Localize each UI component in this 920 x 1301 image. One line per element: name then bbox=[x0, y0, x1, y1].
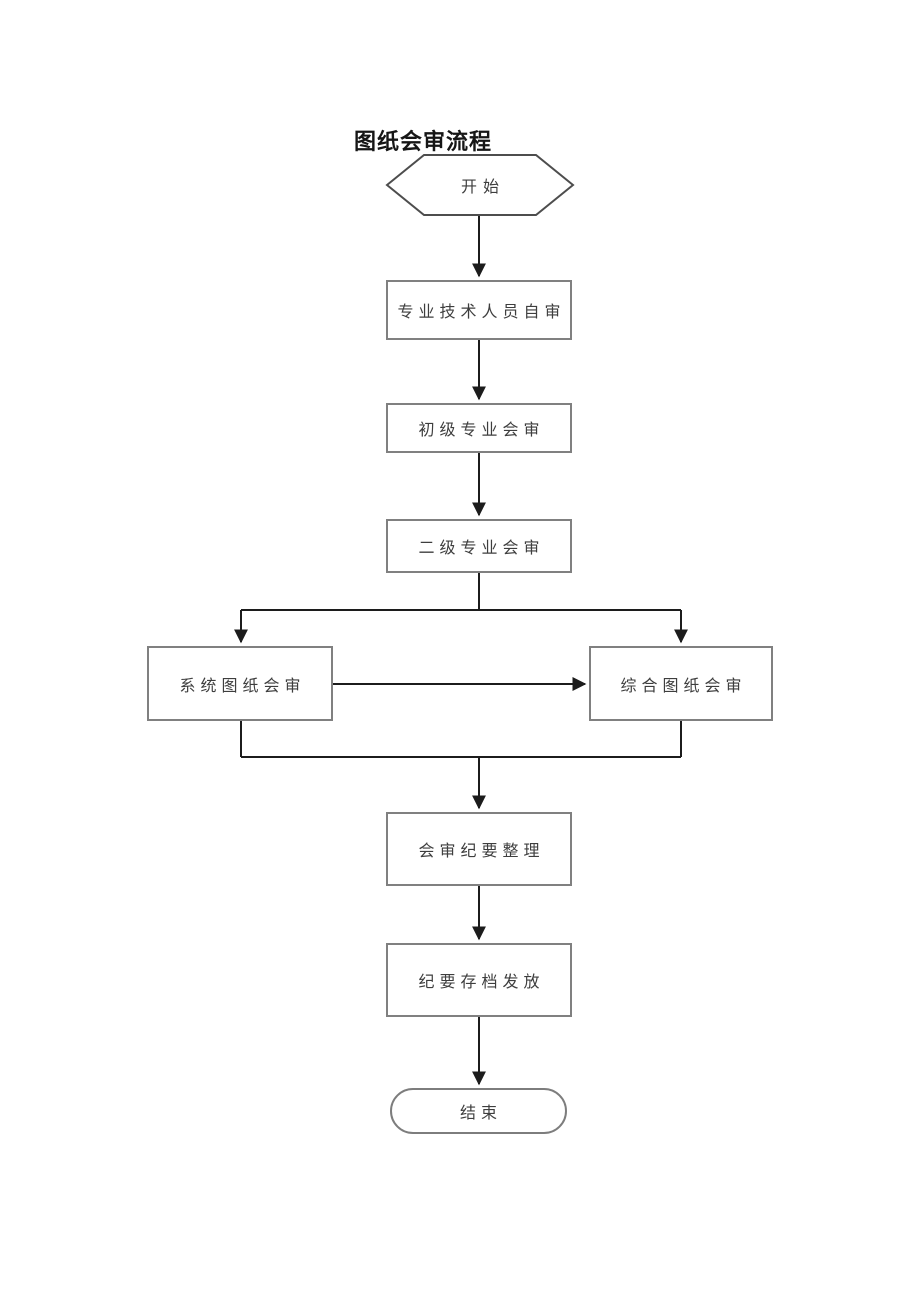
node-system-drawing-review: 系统图纸会审 bbox=[147, 646, 333, 721]
node-primary-review: 初级专业会审 bbox=[386, 403, 572, 453]
node-self-review: 专业技术人员自审 bbox=[386, 280, 572, 340]
node-minutes-organization: 会审纪要整理 bbox=[386, 812, 572, 886]
connector-branch-split bbox=[241, 573, 681, 611]
connector-branch-merge bbox=[240, 721, 682, 758]
start-node-label: 开始 bbox=[460, 179, 505, 196]
node-secondary-review: 二级专业会审 bbox=[386, 519, 572, 573]
node-comprehensive-drawing-review: 综合图纸会审 bbox=[589, 646, 773, 721]
node-minutes-archiving: 纪要存档发放 bbox=[386, 943, 572, 1017]
page-title: 图纸会审流程 bbox=[354, 129, 493, 154]
start-node-hexagon bbox=[385, 154, 575, 216]
end-node: 结束 bbox=[390, 1088, 567, 1134]
